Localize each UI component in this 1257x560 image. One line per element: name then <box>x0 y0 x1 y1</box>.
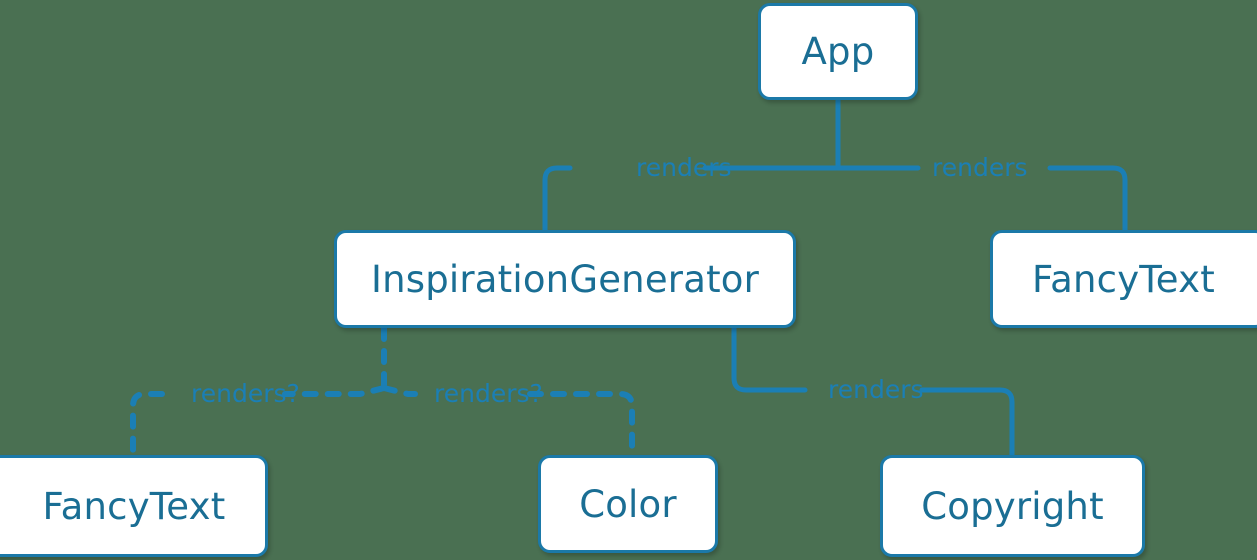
edge-inspiration-generator-to-copyright <box>731 325 1015 458</box>
node-copyright[interactable]: Copyright <box>880 455 1145 557</box>
edge-label-app-to-fancytext-right: renders <box>932 153 1028 182</box>
edge-label-inspiration-generator-to-copyright: renders <box>828 375 924 404</box>
node-app[interactable]: App <box>758 3 918 100</box>
node-fancytext-bottom[interactable]: FancyText <box>0 455 268 557</box>
node-copyright-label: Copyright <box>921 484 1104 528</box>
node-color-label: Color <box>579 482 677 526</box>
edge-inspiration-generator-to-color <box>381 385 635 458</box>
edge-label-app-to-inspiration-generator: renders <box>636 153 732 182</box>
node-app-label: App <box>801 30 875 73</box>
node-fancytext-right-label: FancyText <box>1032 257 1215 301</box>
node-inspiration-generator-label: InspirationGenerator <box>370 257 760 301</box>
edge-label-inspiration-generator-to-color: renders? <box>434 379 543 408</box>
node-inspiration-generator[interactable]: InspirationGenerator <box>334 230 796 328</box>
node-fancytext-bottom-label: FancyText <box>42 484 226 528</box>
edge-label-inspiration-generator-to-fancytext-bottom: renders? <box>191 379 300 408</box>
node-fancytext-right[interactable]: FancyText <box>990 230 1257 328</box>
edge-app-to-fancytext-right <box>835 165 1128 233</box>
edge-inspiration-generator-to-fancytext-bottom <box>130 385 387 458</box>
node-color[interactable]: Color <box>538 455 718 553</box>
